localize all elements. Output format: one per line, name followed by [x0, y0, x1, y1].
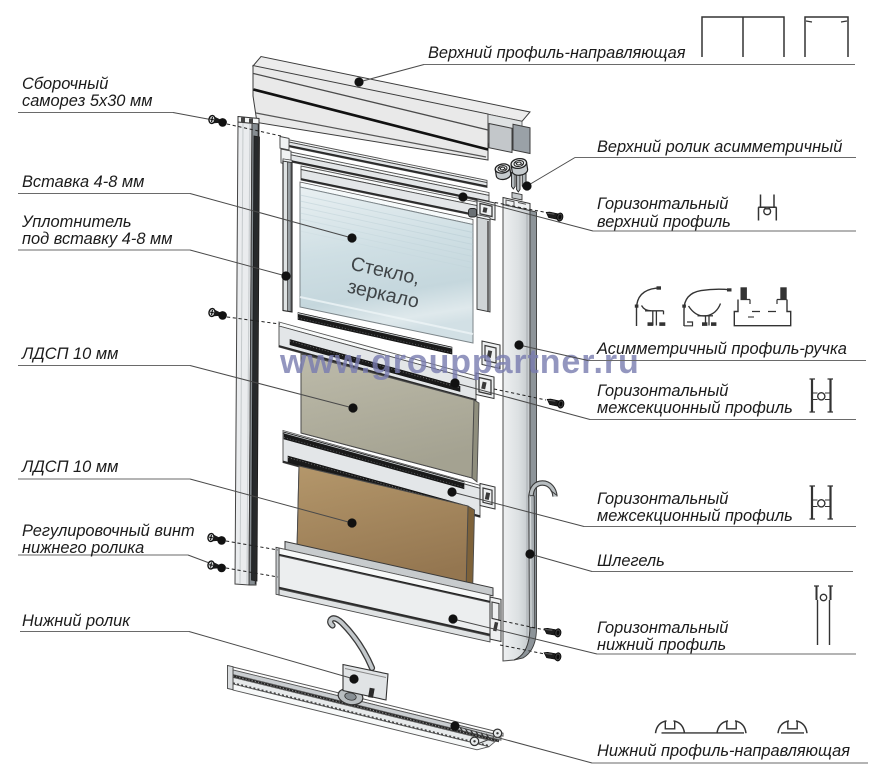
svg-text:Горизонтальный: Горизонтальный	[597, 195, 728, 213]
svg-text:под вставку 4-8 мм: под вставку 4-8 мм	[22, 230, 173, 248]
svg-text:ЛДСП 10 мм: ЛДСП 10 мм	[21, 345, 118, 363]
svg-text:верхний профиль: верхний профиль	[597, 213, 731, 231]
svg-text:www.grouppartner.ru: www.grouppartner.ru	[279, 343, 640, 381]
svg-text:Верхний ролик асимметричный: Верхний ролик асимметричный	[597, 138, 842, 156]
svg-text:Верхний профиль-направляющая: Верхний профиль-направляющая	[428, 44, 686, 62]
svg-text:Асимметричный профиль-ручка: Асимметричный профиль-ручка	[596, 340, 847, 358]
svg-text:Горизонтальный: Горизонтальный	[597, 382, 728, 400]
svg-text:Нижний ролик: Нижний ролик	[22, 612, 131, 630]
svg-text:Регулировочный винт: Регулировочный винт	[22, 522, 195, 540]
svg-text:Сборочный: Сборочный	[22, 75, 108, 93]
svg-text:Шлегель: Шлегель	[597, 552, 665, 570]
svg-text:Горизонтальный: Горизонтальный	[597, 490, 728, 508]
svg-text:саморез 5х30 мм: саморез 5х30 мм	[22, 92, 152, 110]
svg-text:межсекционный профиль: межсекционный профиль	[597, 399, 793, 417]
svg-text:нижний профиль: нижний профиль	[597, 636, 726, 654]
svg-text:нижнего ролика: нижнего ролика	[22, 539, 144, 557]
svg-text:Вставка 4-8 мм: Вставка 4-8 мм	[22, 173, 144, 191]
svg-text:Горизонтальный: Горизонтальный	[597, 619, 728, 637]
svg-text:Уплотнитель: Уплотнитель	[21, 213, 132, 231]
svg-text:межсекционный профиль: межсекционный профиль	[597, 507, 793, 525]
svg-text:ЛДСП 10 мм: ЛДСП 10 мм	[21, 458, 118, 476]
svg-text:Нижний профиль-направляющая: Нижний профиль-направляющая	[597, 742, 850, 760]
